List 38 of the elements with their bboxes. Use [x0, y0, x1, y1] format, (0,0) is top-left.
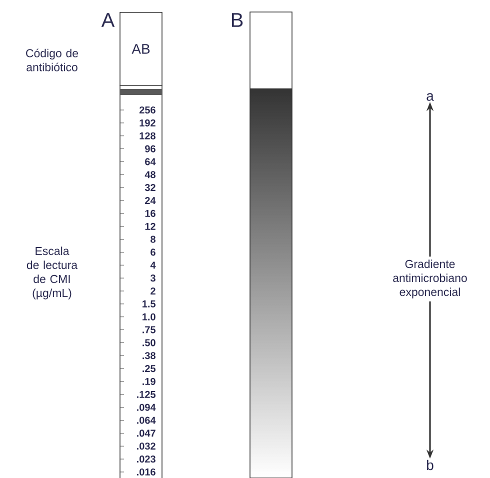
- scale-value: 96: [145, 145, 156, 152]
- end-label: b: [427, 460, 434, 470]
- scale-value: 4: [150, 262, 156, 269]
- scale-value: .016: [137, 468, 156, 476]
- panel-letter: A: [101, 13, 115, 27]
- scale-value: .064: [137, 416, 156, 424]
- scale-value: 192: [140, 119, 156, 126]
- scale-value: 1.5: [142, 300, 156, 308]
- scale-value: 3: [150, 274, 156, 282]
- scale-value: 8: [150, 236, 156, 243]
- scale-value: .094: [137, 404, 156, 411]
- panel-letter: B: [232, 13, 243, 27]
- scale-value: .38: [142, 352, 156, 360]
- scale-value: 16: [145, 210, 156, 217]
- scale-value: .25: [142, 365, 156, 372]
- annotation: Código de antibiótico: [26, 48, 78, 72]
- annotation: Escala de lectura de CMI (µg/mL): [26, 246, 78, 300]
- annotation: Gradiente antimicrobiano exponencial: [383, 256, 477, 302]
- scale-value: 128: [140, 132, 156, 140]
- scale-value: 1.0: [142, 313, 156, 320]
- code-box: AB: [120, 12, 162, 86]
- scale-value: .19: [142, 378, 156, 386]
- gradient-strip: [250, 12, 292, 478]
- scale-value: .50: [142, 339, 156, 346]
- scale-value: .047: [137, 430, 156, 437]
- scale-value: 256: [139, 106, 156, 114]
- scale-value: .032: [137, 442, 156, 450]
- scale-value: 32: [144, 184, 156, 192]
- scale-value: 6: [150, 248, 156, 256]
- scale-value: .75: [142, 326, 156, 334]
- scale-value: .023: [137, 456, 156, 463]
- scale-value: 12: [145, 222, 156, 230]
- scale-value: 24: [145, 197, 156, 204]
- end-label: a: [426, 93, 434, 101]
- scale-value: 2: [150, 288, 156, 294]
- scale-value: 64: [145, 158, 156, 166]
- scale-value: .125: [137, 390, 156, 398]
- scale-value: 48: [144, 171, 156, 178]
